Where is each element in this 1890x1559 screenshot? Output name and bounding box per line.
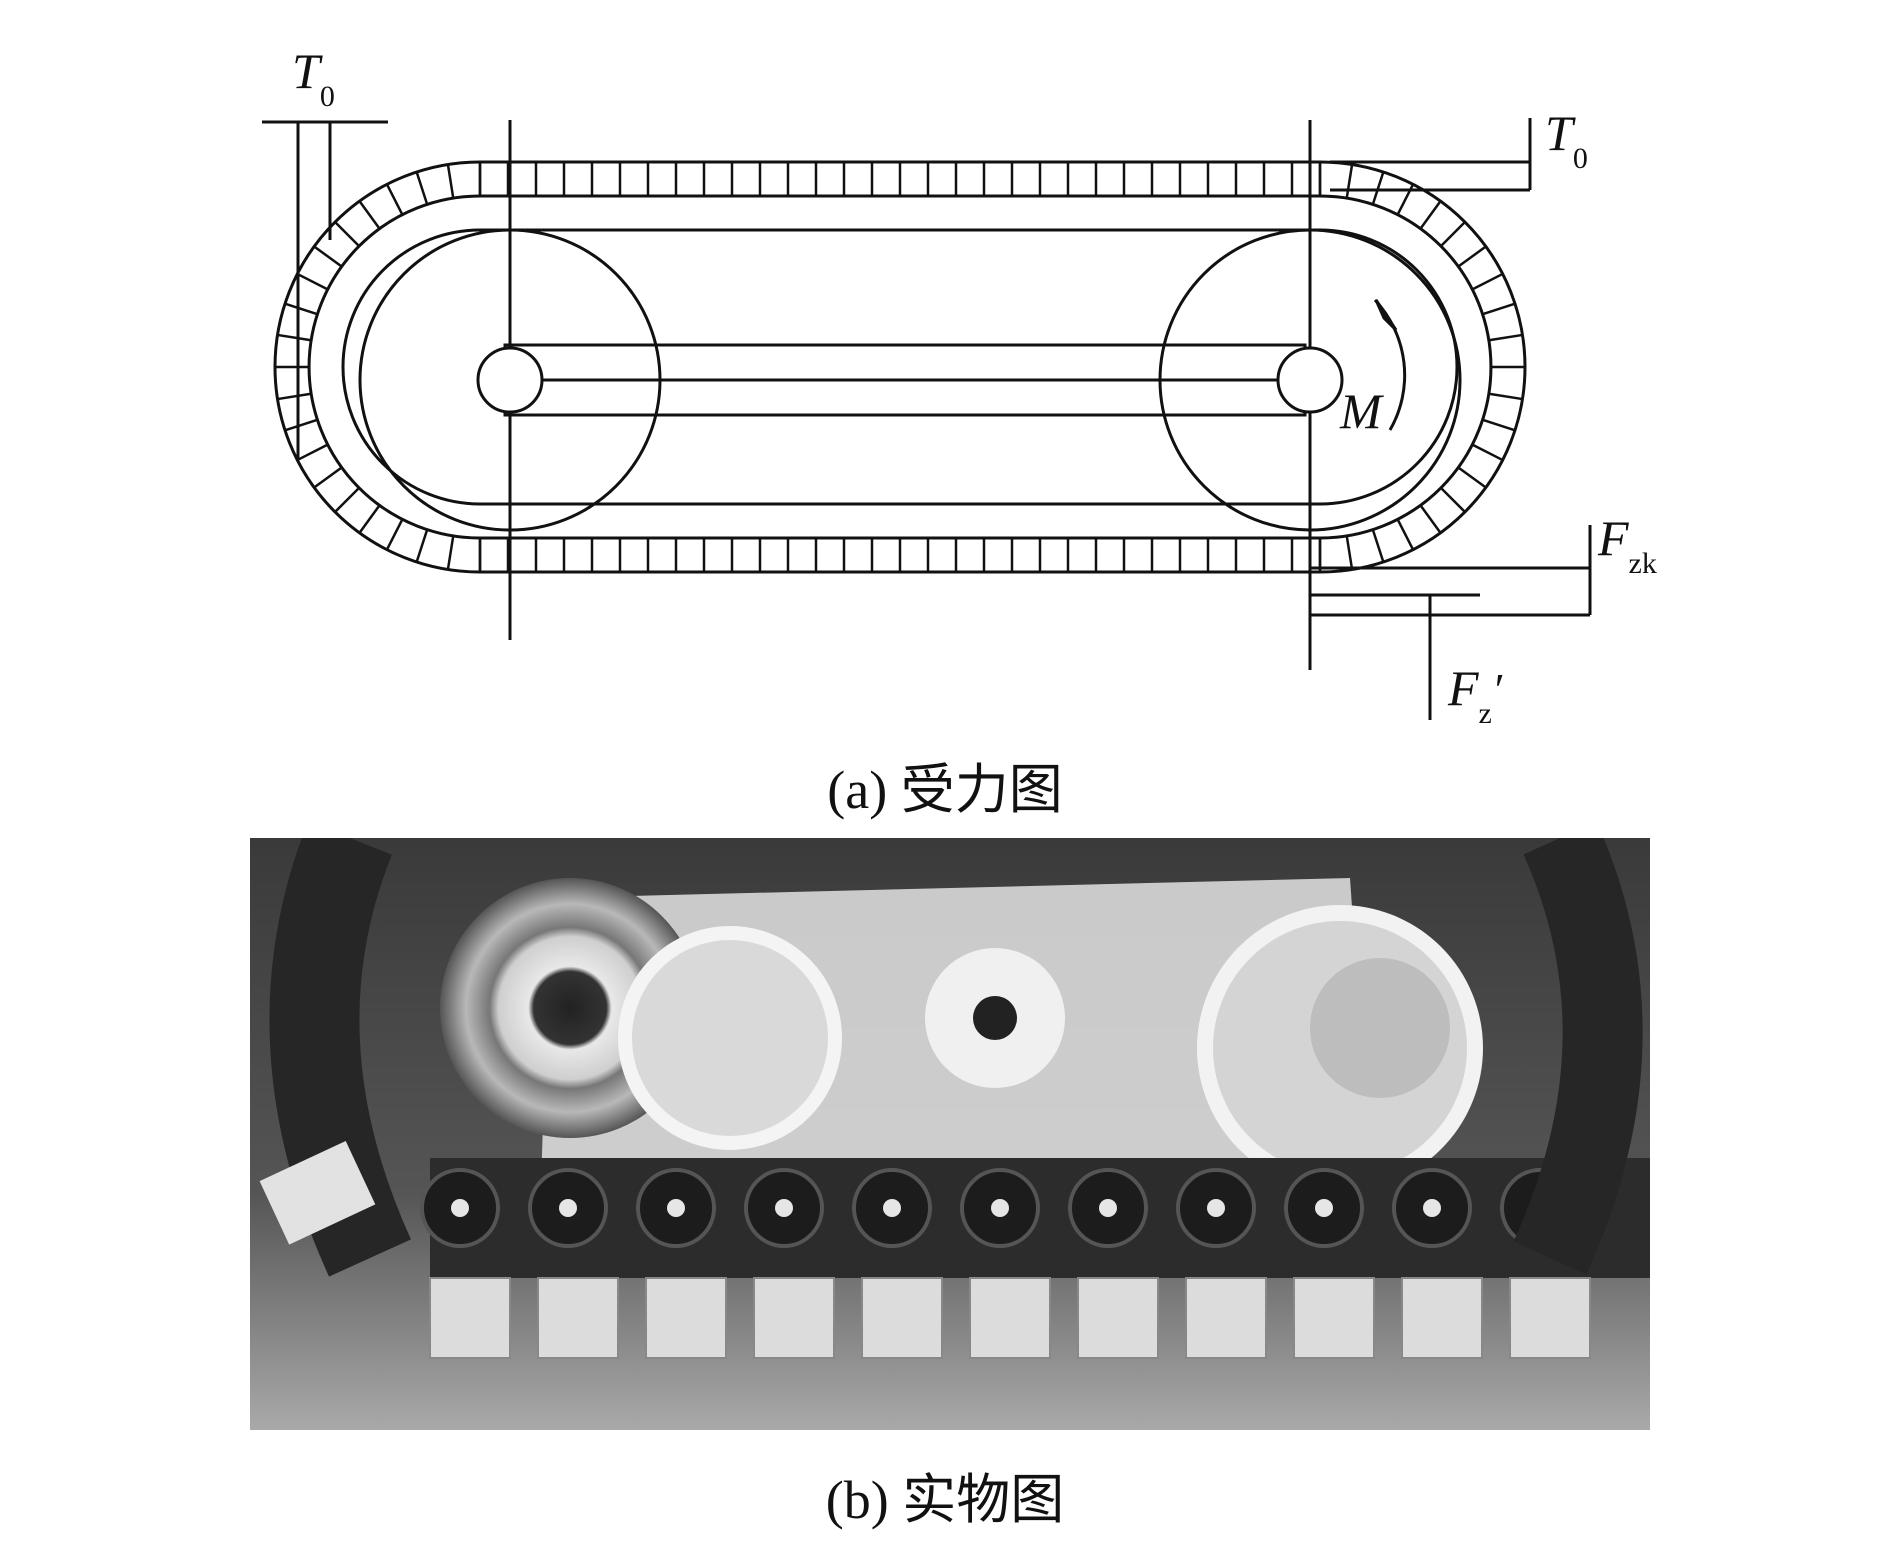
track-pad-tick <box>1440 221 1466 247</box>
track-pad-tick <box>1396 518 1415 551</box>
track-pad-tick <box>277 333 312 342</box>
track-pad-tick <box>1482 418 1516 432</box>
track-pad-tick <box>415 529 429 563</box>
track-pad-tick <box>1371 529 1385 563</box>
chain-pin <box>775 1199 793 1217</box>
track-pad-tick <box>1396 183 1415 216</box>
track-pad-tick <box>1419 200 1442 230</box>
track-pad-tick <box>1440 487 1466 513</box>
chain-pin <box>1099 1199 1117 1217</box>
chain-pin <box>883 1199 901 1217</box>
chain-pin <box>451 1199 469 1217</box>
fzk-label: Fzk <box>1597 510 1657 580</box>
track-pad-tick <box>1471 272 1504 291</box>
track-pad-tick <box>1471 443 1504 462</box>
t0-right-label: T0 <box>1545 105 1588 175</box>
track-pad <box>1293 1277 1375 1359</box>
track-pad-tick <box>1419 504 1442 534</box>
caption-a: (a) 受力图 <box>827 760 1063 820</box>
chain-links <box>420 1168 1580 1248</box>
track-pad <box>645 1277 727 1359</box>
photo-panel <box>250 838 1650 1430</box>
track-pad <box>1077 1277 1159 1359</box>
track-pad <box>969 1277 1051 1359</box>
chain-pin <box>1315 1199 1333 1217</box>
track-pad-tick <box>296 272 329 291</box>
track-pad-tick <box>284 302 318 316</box>
track-pad-tick <box>1488 333 1523 342</box>
track-pad-tick <box>284 418 318 432</box>
caption-b: (b) 实物图 <box>825 1470 1065 1530</box>
track-pad-tick <box>334 221 360 247</box>
track-pad-tick <box>446 164 455 199</box>
left-pad <box>259 1140 376 1245</box>
right-chain-curve <box>1513 838 1643 1275</box>
track-pad <box>1509 1277 1591 1359</box>
track-pad-tick <box>296 443 329 462</box>
track-pad <box>429 1277 511 1359</box>
track-pad <box>861 1277 943 1359</box>
wheel-band-outline <box>341 228 1459 506</box>
track-pad-tick <box>446 535 455 570</box>
track-pad <box>1185 1277 1267 1359</box>
track-pad-tick <box>313 466 343 489</box>
track-pad-tick <box>1371 171 1385 205</box>
chain-pin <box>1207 1199 1225 1217</box>
force-diagram: T0 T0 M Fzk Fz′ <box>262 43 1657 730</box>
t0-left-label: T0 <box>292 43 335 113</box>
left-gear <box>618 926 842 1150</box>
fz-prime-label: Fz′ <box>1447 660 1503 730</box>
right-axle <box>1276 346 1344 414</box>
track-pad-tick <box>1457 466 1487 489</box>
track-pad-tick <box>1345 535 1354 570</box>
chain-pin <box>991 1199 1009 1217</box>
chain-pin <box>667 1199 685 1217</box>
moment-arrow-head <box>1374 299 1398 332</box>
track-photo <box>250 838 1650 1430</box>
center-hub-hole <box>973 996 1017 1040</box>
track-pad-tick <box>1482 302 1516 316</box>
track-pad-tick <box>1345 164 1354 199</box>
diagram-lines <box>262 118 1592 720</box>
track-pads <box>275 162 1525 572</box>
track-pad-tick <box>277 392 312 401</box>
track-pad <box>1401 1277 1483 1359</box>
chain-pin <box>559 1199 577 1217</box>
moment-label: M <box>1339 383 1384 439</box>
track-pad-tick <box>358 200 381 230</box>
photo-pads <box>429 1277 1591 1359</box>
chain-pin <box>1423 1199 1441 1217</box>
track-pad-tick <box>1488 392 1523 401</box>
right-gear-hub <box>1310 958 1450 1098</box>
track-pad-tick <box>385 518 404 551</box>
track-pad-tick <box>313 245 343 268</box>
track-pad-tick <box>358 504 381 534</box>
track-pad <box>537 1277 619 1359</box>
track-pad-tick <box>415 171 429 205</box>
track-pad <box>753 1277 835 1359</box>
track-pad-tick <box>1457 245 1487 268</box>
left-axle <box>476 346 544 414</box>
track-pad-tick <box>334 487 360 513</box>
track-pad-tick <box>385 183 404 216</box>
